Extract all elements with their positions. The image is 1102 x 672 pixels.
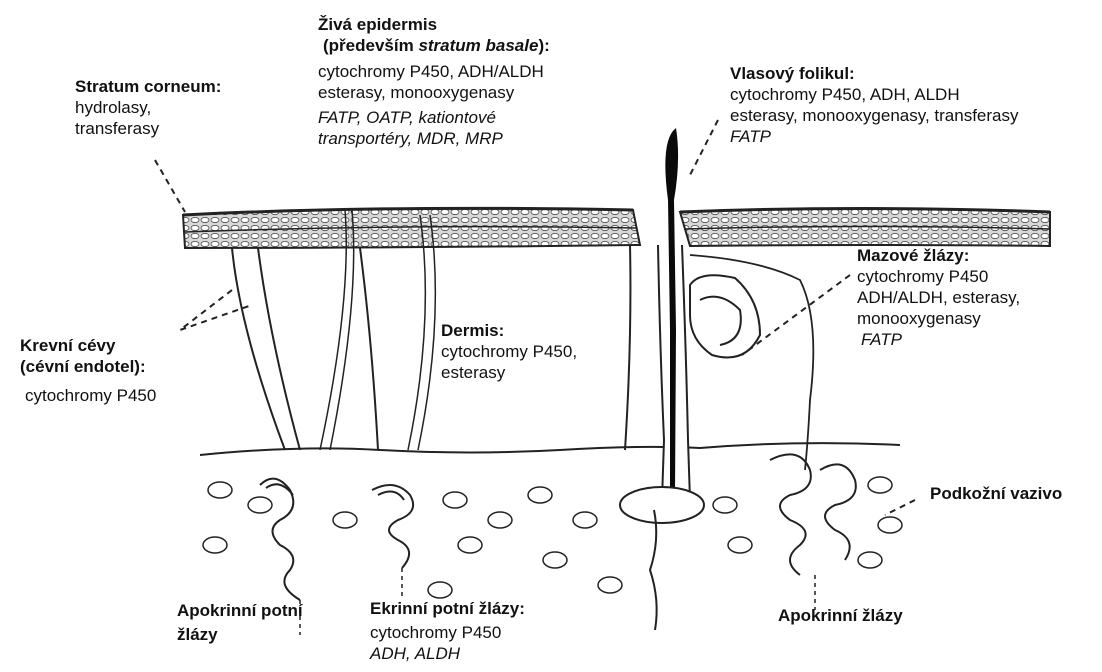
stratum-corneum-title: Stratum corneum: [75, 76, 221, 97]
label-apokrinni-zlazy: Apokrinní žlázy [778, 605, 903, 626]
stratum-corneum-line-1: hydrolasy, [75, 97, 221, 118]
mazove-zlazy-line-3: monooxygenasy [857, 308, 1020, 329]
vlasovy-folikul-line-2: esterasy, monooxygenasy, transferasy [730, 105, 1019, 126]
ziva-epidermis-subtitle-suffix: ): [538, 36, 549, 55]
label-dermis: Dermis: cytochromy P450, esterasy [441, 320, 577, 383]
podkozni-vazivo-title: Podkožní vazivo [930, 483, 1062, 504]
label-vlasovy-folikul: Vlasový folikul: cytochromy P450, ADH, A… [730, 63, 1019, 147]
ziva-epidermis-line-1: cytochromy P450, ADH/ALDH [318, 61, 550, 82]
mazove-zlazy-line-1: cytochromy P450 [857, 266, 1020, 287]
dermis-line-1: cytochromy P450, [441, 341, 577, 362]
krevni-cevy-title-1: Krevní cévy [20, 335, 156, 356]
mazove-zlazy-title: Mazové žlázy: [857, 245, 1020, 266]
ekrinni-potni-zlazy-title: Ekrinní potní žlázy: [370, 598, 525, 619]
ziva-epidermis-title: Živá epidermis [318, 14, 550, 35]
vlasovy-folikul-line-1: cytochromy P450, ADH, ALDH [730, 84, 1019, 105]
hair-follicle [620, 128, 704, 630]
vlasovy-folikul-title: Vlasový folikul: [730, 63, 1019, 84]
label-mazove-zlazy: Mazové žlázy: cytochromy P450 ADH/ALDH, … [857, 245, 1020, 350]
ziva-epidermis-line-2: esterasy, monooxygenasy [318, 82, 550, 103]
vlasovy-folikul-italic-line-1: FATP [730, 126, 1019, 147]
leader-vlasovy-folikul [690, 120, 718, 175]
ekrinni-potni-zlazy-italic-line-1: ADH, ALDH [370, 643, 525, 664]
label-ziva-epidermis: Živá epidermis (především stratum basale… [318, 14, 550, 149]
epidermis-layer [183, 208, 1050, 248]
label-ekrinni-potni-zlazy: Ekrinní potní žlázy: cytochromy P450 ADH… [370, 598, 525, 664]
eccrine-sweat-gland [372, 485, 413, 600]
leader-stratum-corneum [155, 160, 185, 212]
leader-podkozni-vazivo [885, 500, 915, 515]
ziva-epidermis-subtitle-prefix: (především [323, 36, 418, 55]
ekrinni-potni-zlazy-line-1: cytochromy P450 [370, 622, 525, 643]
label-apokrinni-potni-zlazy: Apokrinní potní žlázy [177, 600, 303, 645]
krevni-cevy-title-2: (cévní endotel): [20, 356, 156, 377]
label-krevni-cevy: Krevní cévy (cévní endotel): cytochromy … [20, 335, 156, 406]
stratum-corneum-line-2: transferasy [75, 118, 221, 139]
ziva-epidermis-subtitle-italic: stratum basale [418, 36, 538, 55]
apokrinni-potni-zlazy-title-2: žlázy [177, 624, 303, 645]
dermis-title: Dermis: [441, 320, 577, 341]
label-stratum-corneum: Stratum corneum: hydrolasy, transferasy [75, 76, 221, 139]
sebaceous-gland [690, 255, 813, 470]
apokrinni-zlazy-title: Apokrinní žlázy [778, 605, 903, 626]
krevni-cevy-line-1: cytochromy P450 [20, 385, 156, 406]
ziva-epidermis-italic-line-2: transportéry, MDR, MRP [318, 128, 550, 149]
label-podkozni-vazivo: Podkožní vazivo [930, 483, 1062, 504]
subcutis-fat-cells [203, 477, 902, 598]
ziva-epidermis-italic-line-1: FATP, OATP, kationtové [318, 107, 550, 128]
mazove-zlazy-line-2: ADH/ALDH, esterasy, [857, 287, 1020, 308]
mazove-zlazy-italic-line-1: FATP [857, 329, 1020, 350]
apocrine-gland-right [770, 454, 856, 610]
dermis-line-2: esterasy [441, 362, 577, 383]
ziva-epidermis-subtitle: (především stratum basale): [318, 35, 550, 56]
apokrinni-potni-zlazy-title-1: Apokrinní potní [177, 600, 303, 621]
